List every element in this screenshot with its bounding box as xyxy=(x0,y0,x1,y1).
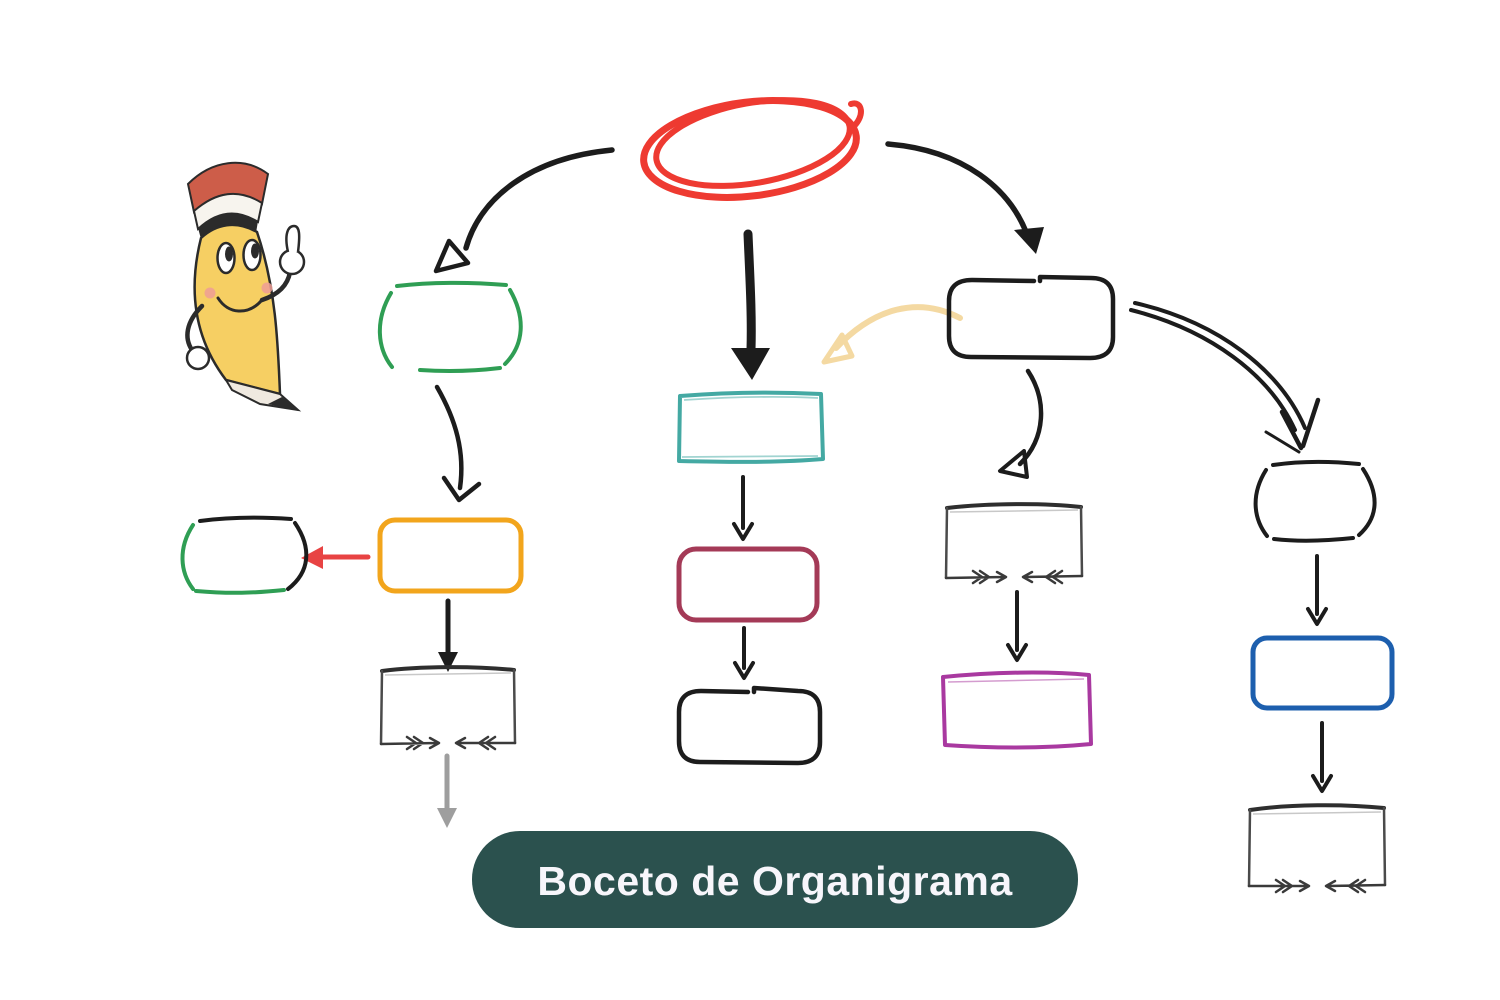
arrowhead-teal-to-maroon xyxy=(732,522,754,541)
teal-rect-texture-top xyxy=(683,396,819,401)
sketch-mid-bottom-arrow-l xyxy=(944,569,1008,585)
green-stadium-bottom xyxy=(418,366,502,374)
magenta-rect-texture xyxy=(947,678,1085,683)
sketch-left-top xyxy=(380,665,516,673)
pencil-glove-left xyxy=(185,345,211,371)
pencil-mascot-illustration xyxy=(185,161,306,412)
arrowhead-open-left xyxy=(433,238,471,274)
node-orange-rounded-rect xyxy=(377,517,524,594)
arrowhead-red xyxy=(301,546,323,569)
arrowhead-sketch-to-magenta xyxy=(1006,643,1028,662)
node-black-stadium xyxy=(1253,459,1377,543)
sketch-left-side-r xyxy=(512,668,517,745)
sketch-right-side-l xyxy=(1247,808,1252,888)
side-stadium-top xyxy=(198,515,293,523)
green-stadium-top xyxy=(395,280,508,288)
arrowhead-double-1 xyxy=(1300,397,1321,449)
pencil-blush-left xyxy=(204,287,216,299)
arrowhead-maroon-to-black xyxy=(733,661,755,680)
arrow-double-curved-b xyxy=(1133,301,1307,430)
sketch-right-side-r xyxy=(1382,806,1387,887)
sketch-right-bottom-arrow-l xyxy=(1247,878,1311,894)
green-stadium-right xyxy=(503,288,523,366)
side-stadium-left xyxy=(180,523,195,591)
sketch-mid-side-r xyxy=(1079,505,1084,578)
sketch-right-top xyxy=(1248,803,1386,812)
root-node-scribble-oval xyxy=(640,97,864,201)
arrow-double-curved-a xyxy=(1129,308,1297,432)
connector-arrows xyxy=(301,141,1333,828)
node-black-notched-rect-bottom xyxy=(676,685,823,766)
node-teal-rect xyxy=(677,390,825,464)
sketch-right-bottom-arrow-r xyxy=(1324,878,1387,894)
node-green-stadium xyxy=(377,280,523,374)
pencil-pupil-right xyxy=(251,243,259,259)
arrow-root-to-left xyxy=(463,147,615,251)
sketch-left-bottom-arrow-l xyxy=(379,735,441,751)
arrowhead-orange-to-sketch xyxy=(438,652,458,672)
pencil-glove-right xyxy=(278,248,306,276)
arrow-box-to-sketch-mid xyxy=(1017,368,1044,467)
page-title: Boceto de Organigrama xyxy=(537,858,1013,904)
node-sketch-rect-mid xyxy=(944,502,1084,585)
side-stadium-bottom xyxy=(194,588,286,595)
sketch-mid-side-l xyxy=(944,506,949,580)
arrow-tan-curved xyxy=(833,304,963,351)
pencil-pupil-left xyxy=(225,246,233,262)
side-stadium-right xyxy=(286,521,309,591)
sketch-mid-bottom-arrow-r xyxy=(1021,569,1084,585)
arrowhead-blue-to-sketch xyxy=(1311,774,1333,793)
title-banner: Boceto de Organigrama xyxy=(472,831,1078,928)
scribble-tail xyxy=(848,100,864,131)
pencil-smile xyxy=(216,296,264,313)
arrowhead-green-to-orange xyxy=(441,475,482,503)
sketch-left-top-faint xyxy=(384,672,512,676)
black-stadium-top xyxy=(1271,459,1361,467)
teal-rect-outline xyxy=(677,390,825,464)
arrowhead-tan xyxy=(821,332,855,365)
arrowhead-stadium-to-blue xyxy=(1306,607,1328,626)
node-sketch-rect-right xyxy=(1247,803,1387,894)
sketch-right-top-faint xyxy=(1252,811,1382,815)
node-sketch-rect-left xyxy=(379,665,517,751)
node-black-notched-rect-top-right xyxy=(946,274,1116,361)
pencil-graphite xyxy=(268,397,299,411)
pencil-arm-left xyxy=(185,303,205,353)
arrow-root-to-center xyxy=(743,229,756,355)
black-stadium-bottom xyxy=(1272,536,1355,543)
arrow-root-to-right xyxy=(885,141,1032,243)
black-stadium-right xyxy=(1357,467,1377,537)
pencil-blush-right xyxy=(261,282,273,294)
arrowhead-box-to-sketch-mid xyxy=(998,449,1029,479)
arrowhead-gray xyxy=(437,808,457,828)
scribble-ellipse-inner xyxy=(653,97,853,189)
arrowhead-center xyxy=(731,348,770,380)
teal-rect-texture-bottom xyxy=(681,455,819,458)
black-stadium-left xyxy=(1253,468,1269,538)
magenta-rect-outline xyxy=(941,670,1093,750)
node-blue-rounded-rect xyxy=(1250,635,1395,711)
sketch-mid-top xyxy=(945,502,1083,510)
node-maroon-rounded-rect xyxy=(676,546,820,623)
arrowhead-double-2 xyxy=(1279,409,1304,451)
node-side-stadium-bicolor xyxy=(180,515,309,595)
green-stadium-left xyxy=(377,291,394,369)
pencil-stripe xyxy=(198,213,258,239)
node-magenta-rect xyxy=(941,670,1093,750)
arrowhead-double-barb xyxy=(1264,430,1301,454)
sketch-left-side-l xyxy=(379,669,384,746)
sketch-left-bottom-arrow-r xyxy=(454,735,517,751)
arrow-green-to-orange xyxy=(434,384,464,491)
sketch-mid-top-faint xyxy=(949,509,1079,513)
arrowhead-right xyxy=(1014,227,1044,254)
title-banner-pill xyxy=(472,831,1078,928)
pencil-pointing-finger xyxy=(285,224,301,253)
